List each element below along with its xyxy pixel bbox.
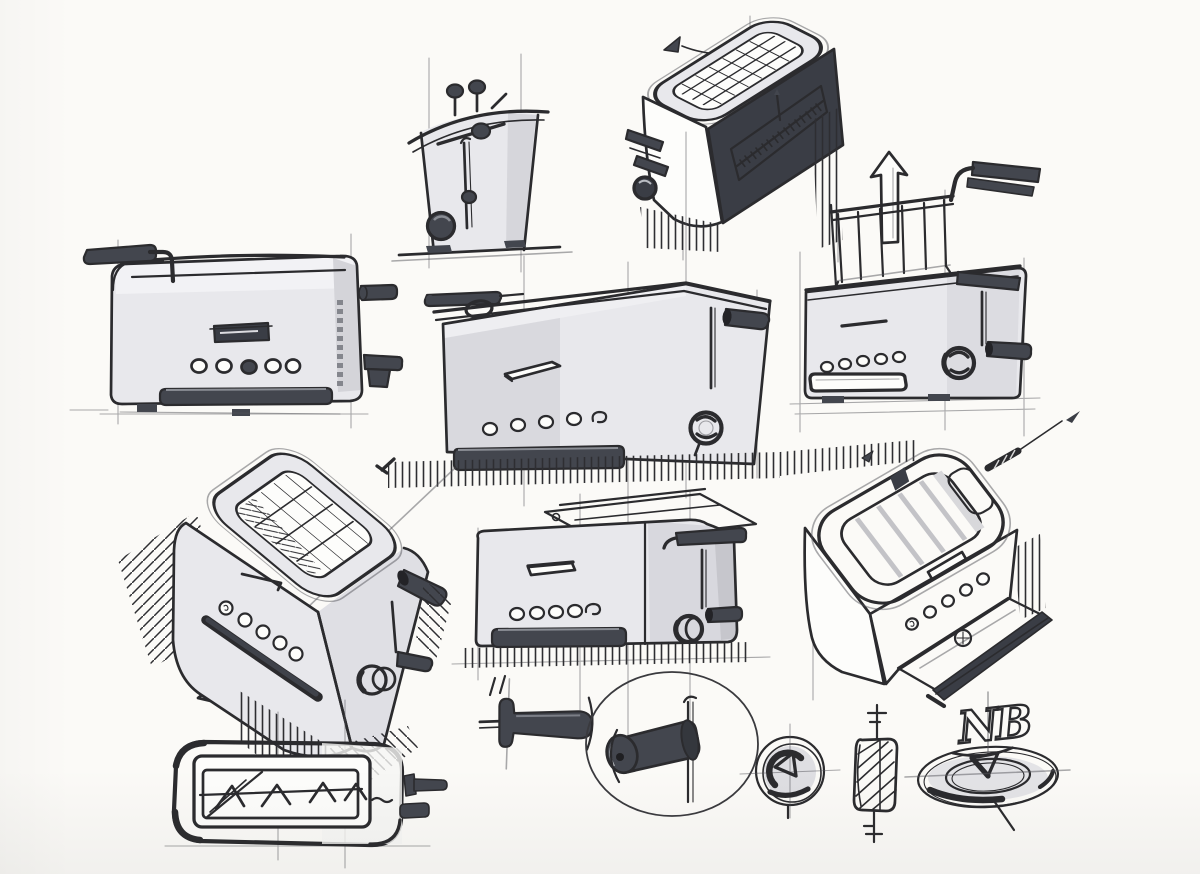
side-controls xyxy=(662,526,748,645)
sketch-dial-front-detail xyxy=(739,723,841,820)
crumb-drawer xyxy=(896,596,1053,709)
sketch-toaster-crumb-drawer-perspective xyxy=(803,411,1080,709)
side-knob xyxy=(688,410,724,457)
sketch-knob-section-detail xyxy=(852,703,899,844)
carry-handle xyxy=(82,243,176,284)
side-slot-handle xyxy=(709,306,771,390)
brand-badge xyxy=(240,572,283,592)
sketch-toaster-front-panel-study xyxy=(391,53,573,273)
shadow-hatch xyxy=(416,580,452,660)
sketch-toaster-raised-rack-side xyxy=(789,150,1042,437)
brand-badge xyxy=(840,319,888,328)
sketch-toaster-side-view-lift-lever xyxy=(69,233,404,429)
eject-lever xyxy=(423,290,525,319)
sketch-toaster-open-top-scale-panel xyxy=(624,15,845,263)
base-trim xyxy=(158,386,334,407)
control-buttons xyxy=(819,350,907,374)
shadow-hatch xyxy=(780,440,915,476)
control-buttons xyxy=(218,600,304,662)
brand-badge xyxy=(926,550,968,581)
control-buttons xyxy=(481,410,608,437)
shadow-hatch xyxy=(464,642,750,668)
top-knobs xyxy=(445,79,487,117)
side-knob xyxy=(399,773,448,819)
rack-handle xyxy=(948,160,1042,203)
sketch-dial-three-quarter-detail xyxy=(904,691,1071,832)
browning-scale-window xyxy=(729,84,829,182)
side-controls xyxy=(941,270,1033,381)
sketch-grip-handle-detail xyxy=(478,678,594,770)
sketch-toaster-wide-side-study xyxy=(375,131,915,753)
shadow-hatch xyxy=(812,108,843,249)
probe-arrow xyxy=(984,411,1080,472)
sketch-toaster-top-view xyxy=(164,711,448,861)
base-trim xyxy=(808,372,908,393)
front-knob xyxy=(632,175,658,201)
shadow-hatch xyxy=(640,207,723,252)
sketch-toaster-perspective-open-top xyxy=(118,448,456,869)
rack-zigzag xyxy=(204,770,368,820)
diagonal-slider xyxy=(436,122,506,146)
front-handles xyxy=(624,128,670,178)
shadow-hatch xyxy=(1014,534,1046,620)
control-buttons xyxy=(904,572,991,631)
up-arrow xyxy=(869,150,909,245)
vertical-slider xyxy=(459,137,478,230)
top-opening xyxy=(206,448,403,602)
pointer-triangle xyxy=(773,751,798,778)
sketch-knob-callout-detail xyxy=(585,671,759,817)
control-buttons xyxy=(508,602,602,622)
control-buttons xyxy=(190,358,302,375)
shadow-hatch xyxy=(388,452,780,488)
designer-signature: NB xyxy=(951,695,1035,757)
top-opening xyxy=(811,447,1011,611)
knob-body xyxy=(605,719,701,775)
signature-text: NB xyxy=(954,696,1034,755)
sketch-toaster-compact-side-view xyxy=(451,487,771,749)
ledge-detail xyxy=(503,360,562,381)
side-levers xyxy=(358,283,404,389)
